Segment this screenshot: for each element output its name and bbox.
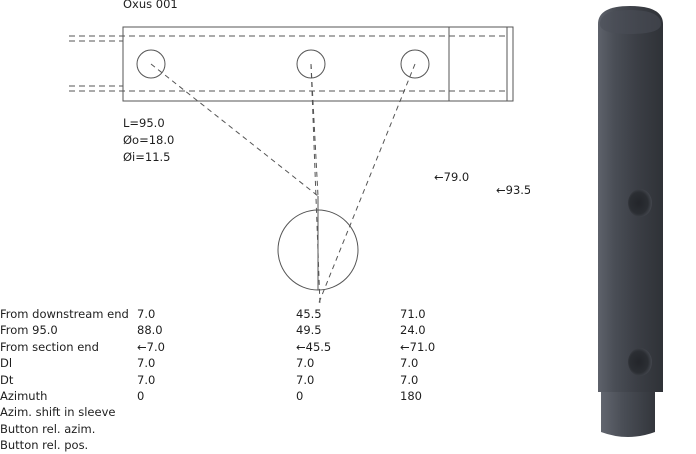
table-row: Dl 7.0 7.0 7.0: [0, 355, 460, 371]
table-cell: [296, 404, 400, 420]
table-cell: 0: [296, 389, 304, 404]
row-label: Dt: [0, 372, 14, 387]
offset-annotation-79: ←79.0: [434, 170, 470, 184]
table-cell: [296, 437, 400, 453]
row-label: From downstream end: [0, 307, 129, 321]
tube-side-view: [69, 26, 514, 306]
tube-outline: [122, 26, 514, 102]
row-label: Button rel. azim.: [0, 421, 96, 436]
projection-line-2b: [310, 63, 321, 306]
projection-line-3a: [317, 63, 416, 306]
table-cell: [400, 404, 460, 420]
length-dimension: L=95.0: [123, 116, 165, 130]
table-cell: 7.0: [137, 372, 156, 387]
table-cell: [137, 437, 296, 453]
row-label: Azimuth: [0, 389, 48, 404]
table-cell: ←45.5: [296, 339, 332, 354]
table-cell: 180: [400, 389, 422, 404]
table-cell: ←7.0: [137, 339, 165, 354]
hole-spec-table: From downstream end 7.0 45.5 71.0 From 9…: [0, 306, 460, 454]
drawing-title: Oxus 001: [123, 0, 178, 11]
table-cell: 7.0: [296, 372, 315, 387]
shaft-hole-lower: [628, 348, 652, 376]
table-row: Button rel. azim.: [0, 421, 460, 437]
row-label: From section end: [0, 339, 99, 354]
tone-hole-1: [136, 49, 166, 79]
inner-diameter-dimension: Øi=11.5: [123, 150, 171, 164]
row-label: Dl: [0, 356, 13, 371]
table-cell: 45.5: [296, 307, 322, 321]
row-label: Button rel. pos.: [0, 438, 89, 453]
table-cell: 0: [137, 389, 145, 404]
table-row: Dt 7.0 7.0 7.0: [0, 372, 460, 388]
offset-annotation-93: ←93.5: [496, 183, 530, 197]
table-cell: 7.0: [137, 356, 156, 371]
table-cell: [137, 421, 296, 437]
shaft-hole-upper: [628, 189, 652, 217]
table-row: Azimuth 0 0 180: [0, 388, 460, 404]
row-label: From 95.0: [0, 323, 58, 338]
table-row: From 95.0 88.0 49.5 24.0: [0, 322, 460, 338]
table-cell: [137, 404, 296, 420]
table-cell: [296, 421, 400, 437]
tone-hole-3: [400, 49, 430, 79]
row-label: Azim. shift in sleeve: [0, 405, 116, 420]
table-row: Azim. shift in sleeve: [0, 404, 460, 420]
table-cell: [400, 421, 460, 437]
shaft-3d-render: [598, 6, 663, 437]
table-cell: 7.0: [400, 372, 419, 387]
table-row: From downstream end 7.0 45.5 71.0: [0, 306, 460, 322]
table-cell: 24.0: [400, 323, 426, 338]
tone-hole-2: [296, 49, 326, 79]
shaft-narrow-end: [601, 392, 655, 437]
shaft-top-cap: [600, 10, 661, 34]
table-cell: 88.0: [137, 323, 163, 338]
table-cell: [400, 437, 460, 453]
table-cell: 7.0: [137, 307, 156, 321]
outer-diameter-dimension: Øo=18.0: [123, 133, 175, 147]
table-row: Button rel. pos.: [0, 437, 460, 453]
table-cell: 71.0: [400, 307, 426, 321]
table-row: From section end ←7.0 ←45.5 ←71.0: [0, 339, 460, 355]
table-cell: 49.5: [296, 323, 322, 338]
table-cell: 7.0: [296, 356, 315, 371]
projection-line-1: [150, 63, 319, 197]
table-cell: ←71.0: [400, 339, 436, 354]
table-cell: 7.0: [400, 356, 419, 371]
